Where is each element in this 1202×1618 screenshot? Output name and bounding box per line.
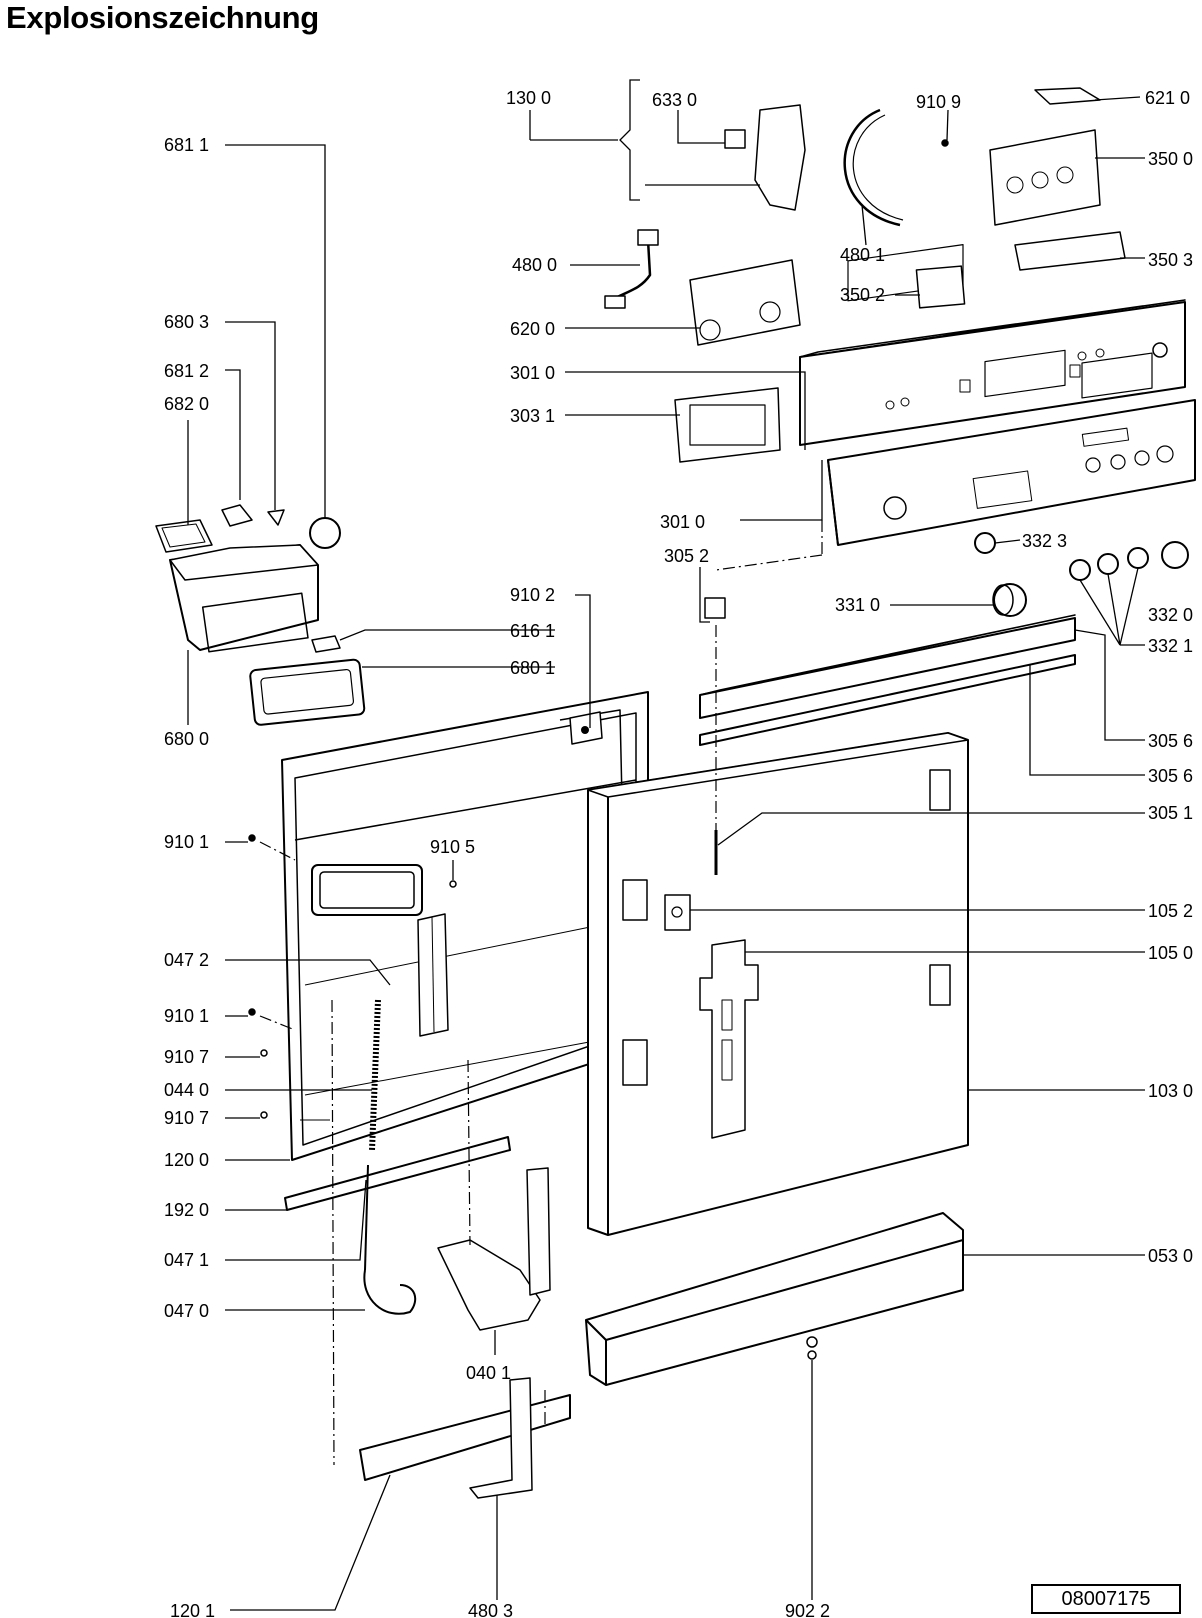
fascia-panel [827, 399, 1196, 546]
callout-label: 305 1 [1148, 803, 1193, 823]
callout-label: 047 1 [164, 1250, 209, 1270]
callout-label: 681 2 [164, 361, 209, 381]
callout-label: 301 0 [510, 363, 555, 383]
callout-label: 305 6 [1148, 766, 1193, 786]
callout-label: 303 1 [510, 406, 555, 426]
callout-label: 332 3 [1022, 531, 1067, 551]
outer-door-panel [587, 732, 969, 1236]
callout-label: 620 0 [510, 319, 555, 339]
callout-label: 910 5 [430, 837, 475, 857]
parts-drawing [155, 87, 1196, 1499]
callout-label: 480 0 [512, 255, 557, 275]
callout-label: 192 0 [164, 1200, 209, 1220]
callout-label: 910 1 [164, 832, 209, 852]
leader-lines [187, 79, 1145, 1611]
callout-label: 910 1 [164, 1006, 209, 1026]
callout-label: 633 0 [652, 90, 697, 110]
callout-label: 680 1 [510, 658, 555, 678]
callout-label: 902 2 [785, 1601, 830, 1618]
callout-label: 332 1 [1148, 636, 1193, 656]
callout-label: 332 0 [1148, 605, 1193, 625]
callout-label: 616 1 [510, 621, 555, 641]
page-title: Explosionszeichnung [6, 0, 319, 35]
callout-label: 682 0 [164, 394, 209, 414]
callout-label: 350 3 [1148, 250, 1193, 270]
callout-label: 103 0 [1148, 1081, 1193, 1101]
callout-label: 480 3 [468, 1601, 513, 1618]
screws [248, 139, 949, 1119]
callout-label: 621 0 [1145, 88, 1190, 108]
callout-label: 105 0 [1148, 943, 1193, 963]
callout-label: 301 0 [660, 512, 705, 532]
callout-label: 305 2 [664, 546, 709, 566]
electronics-modules [604, 87, 1126, 619]
callout-label: 910 7 [164, 1108, 209, 1128]
callout-label: 480 1 [840, 245, 885, 265]
callout-label: 053 0 [1148, 1246, 1193, 1266]
callout-label: 130 0 [506, 88, 551, 108]
callout-label: 105 2 [1148, 901, 1193, 921]
lower-parts [284, 999, 964, 1499]
callout-label: 350 0 [1148, 149, 1193, 169]
callout-label: 680 0 [164, 729, 209, 749]
callout-label: 047 2 [164, 950, 209, 970]
callout-label: 910 7 [164, 1047, 209, 1067]
knobs [974, 532, 1189, 617]
callout-label: 331 0 [835, 595, 880, 615]
callout-label: 305 6 [1148, 731, 1193, 751]
document-number-box: 08007175 [1031, 1584, 1181, 1614]
callout-label: 120 1 [170, 1601, 215, 1618]
callout-label: 680 3 [164, 312, 209, 332]
control-panel-front [799, 244, 1186, 446]
handle-rails [699, 614, 1076, 746]
callout-label: 350 2 [840, 285, 885, 305]
callout-label: 044 0 [164, 1080, 209, 1100]
detergent-dispenser [155, 504, 366, 726]
callout-label: 910 2 [510, 585, 555, 605]
callout-label: 910 9 [916, 92, 961, 112]
callout-labels: 130 0 633 0 910 9 621 0 681 1 350 0 480 … [164, 88, 1193, 1618]
callout-label: 040 1 [466, 1363, 511, 1383]
assembly-axis-lines [259, 520, 823, 1466]
callout-label: 681 1 [164, 135, 209, 155]
callout-label: 120 0 [164, 1150, 209, 1170]
callout-label: 047 0 [164, 1301, 209, 1321]
